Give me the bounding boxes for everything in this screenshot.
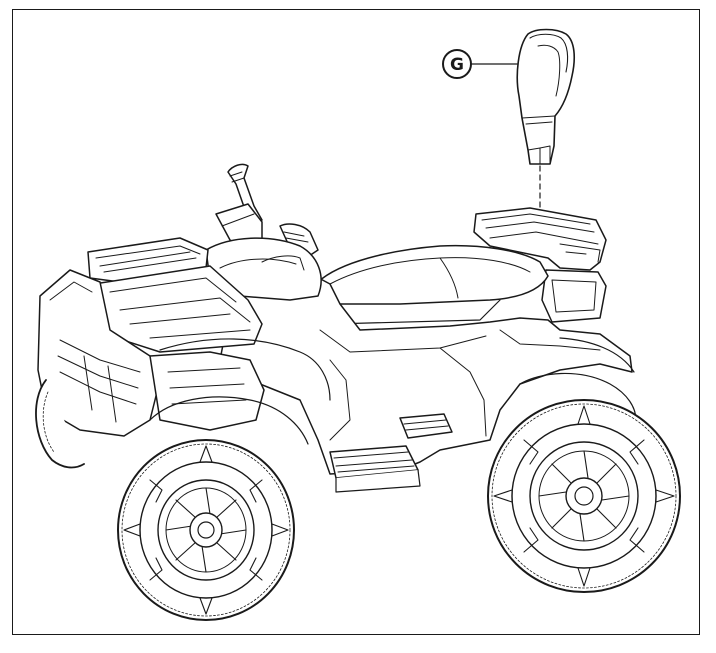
left-front-wheel <box>35 379 85 469</box>
backrest-part-icon <box>516 28 576 165</box>
callout-letter: G <box>450 55 464 75</box>
callout-g: G <box>442 49 518 79</box>
atv-outline-icon <box>37 163 637 493</box>
rear-wheel <box>487 399 681 593</box>
front-wheel <box>117 439 295 621</box>
